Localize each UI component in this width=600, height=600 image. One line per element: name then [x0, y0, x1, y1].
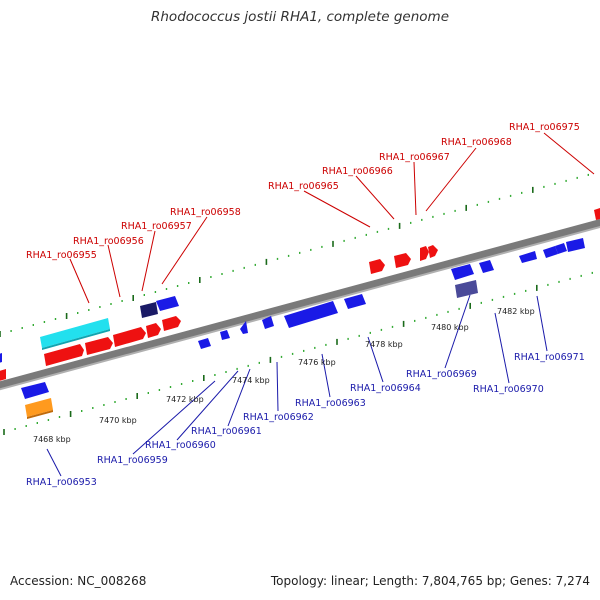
connector-ro06966: [355, 175, 395, 220]
gene-label-ro06966[interactable]: RHA1_ro06966: [322, 166, 393, 177]
navy-feature[interactable]: [140, 302, 158, 318]
gene-label-ro06971[interactable]: RHA1_ro06971: [514, 352, 585, 363]
connector-ro06964: [367, 336, 384, 383]
gene-label-ro06956[interactable]: RHA1_ro06956: [73, 236, 144, 247]
gene-arrow-reverse[interactable]: [220, 330, 230, 340]
accession-label: Accession: NC_008268: [10, 574, 147, 588]
gene-arrow-forward[interactable]: [394, 253, 411, 268]
gene-arrow-reverse[interactable]: [156, 296, 179, 311]
gene-label-ro06961[interactable]: RHA1_ro06961: [191, 426, 262, 437]
gene-arrow-forward[interactable]: [44, 344, 84, 366]
gene-label-ro06962[interactable]: RHA1_ro06962: [243, 412, 314, 423]
gene-arrow-reverse[interactable]: [555, 243, 567, 254]
genome-backbone: [0, 219, 600, 390]
gene-label-ro06967[interactable]: RHA1_ro06967: [379, 152, 450, 163]
gene-arrow-reverse[interactable]: [543, 246, 558, 258]
connector-ro06965: [303, 190, 371, 228]
gene-arrow-reverse[interactable]: [451, 264, 474, 280]
gene-arrow-forward[interactable]: [113, 327, 146, 347]
gene-arrow-reverse[interactable]: [0, 353, 2, 364]
scale-labels: 7468 kbp 7470 kbp 7472 kbp 7474 kbp 7476…: [33, 307, 535, 444]
gene-label-ro06958[interactable]: RHA1_ro06958: [170, 207, 241, 218]
gene-label-ro06965[interactable]: RHA1_ro06965: [268, 181, 339, 192]
forward-gene-labels: RHA1_ro06955 RHA1_ro06956 RHA1_ro06957 R…: [26, 122, 580, 261]
gene-label-ro06960[interactable]: RHA1_ro06960: [145, 440, 216, 451]
scale-label-7476: 7476 kbp: [298, 358, 336, 367]
genome-backbone-shadow: [0, 226, 600, 391]
gene-arrow-reverse[interactable]: [284, 301, 338, 328]
genome-title: Rhodococcus jostii RHA1, complete genome: [151, 9, 449, 25]
gene-label-ro06969[interactable]: RHA1_ro06969: [406, 369, 477, 380]
connector-ro06962: [276, 361, 279, 412]
scale-label-7472: 7472 kbp: [166, 395, 204, 404]
connector-ro06975: [543, 132, 595, 175]
gene-arrow-forward[interactable]: [428, 245, 438, 258]
orange-feature[interactable]: [25, 398, 53, 417]
gene-label-ro06975[interactable]: RHA1_ro06975: [509, 122, 580, 133]
gene-arrow-reverse[interactable]: [344, 294, 366, 309]
connector-ro06959: [132, 380, 216, 455]
scale-label-7480: 7480 kbp: [431, 323, 469, 332]
gene-arrow-forward[interactable]: [162, 316, 181, 331]
connector-ro06961: [227, 368, 251, 427]
gene-arrow-forward[interactable]: [146, 323, 161, 338]
gene-arrow-forward[interactable]: [369, 259, 385, 274]
gene-label-ro06968[interactable]: RHA1_ro06968: [441, 137, 512, 148]
slate-feature[interactable]: [455, 280, 478, 298]
gene-arrow-reverse[interactable]: [519, 251, 537, 263]
lower-scale-ticks: [3, 271, 593, 435]
connector-ro06969: [444, 294, 471, 369]
gene-arrow-reverse[interactable]: [21, 382, 49, 399]
gene-label-ro06964[interactable]: RHA1_ro06964: [350, 383, 421, 394]
connector-ro06971: [536, 295, 548, 352]
gene-arrow-reverse[interactable]: [198, 338, 211, 349]
gene-label-ro06959[interactable]: RHA1_ro06959: [97, 455, 168, 466]
gene-arrow-reverse[interactable]: [240, 321, 248, 334]
gene-label-ro06970[interactable]: RHA1_ro06970: [473, 384, 544, 395]
connector-ro06953: [46, 448, 62, 477]
gene-arrow-forward[interactable]: [420, 246, 429, 261]
gene-features: [0, 208, 600, 419]
gene-label-ro06963[interactable]: RHA1_ro06963: [295, 398, 366, 409]
gene-arrow-reverse[interactable]: [479, 260, 494, 273]
cyan-feature-shade: [42, 329, 110, 350]
connector-ro06970: [494, 312, 510, 384]
gene-arrow-forward[interactable]: [0, 369, 6, 382]
orange-feature-shade: [27, 410, 53, 419]
upper-scale-ticks: [0, 173, 589, 337]
gene-label-ro06957[interactable]: RHA1_ro06957: [121, 221, 192, 232]
connector-ro06960: [176, 370, 239, 441]
connector-ro06955: [69, 258, 90, 304]
scale-label-7470: 7470 kbp: [99, 416, 137, 425]
scale-label-7474: 7474 kbp: [232, 376, 270, 385]
scale-label-7482: 7482 kbp: [497, 307, 535, 316]
connector-ro06967: [413, 161, 417, 216]
label-connectors: [46, 132, 595, 477]
connector-ro06956: [107, 244, 121, 298]
cyan-feature[interactable]: [40, 318, 110, 348]
gene-arrow-forward[interactable]: [85, 337, 113, 355]
gene-arrow-reverse[interactable]: [566, 238, 585, 252]
reverse-gene-labels: RHA1_ro06953 RHA1_ro06959 RHA1_ro06960 R…: [26, 352, 585, 488]
gene-arrow-forward[interactable]: [594, 208, 600, 220]
scale-label-7468: 7468 kbp: [33, 435, 71, 444]
gene-arrow-reverse[interactable]: [262, 316, 274, 329]
gene-label-ro06953[interactable]: RHA1_ro06953: [26, 477, 97, 488]
connector-ro06968: [425, 147, 477, 212]
connector-ro06963: [321, 353, 331, 398]
gene-label-ro06955[interactable]: RHA1_ro06955: [26, 250, 97, 261]
genome-summary: Topology: linear; Length: 7,804,765 bp; …: [270, 574, 590, 588]
connector-ro06957: [141, 230, 156, 292]
scale-label-7478: 7478 kbp: [365, 340, 403, 349]
connector-ro06958: [161, 216, 208, 285]
